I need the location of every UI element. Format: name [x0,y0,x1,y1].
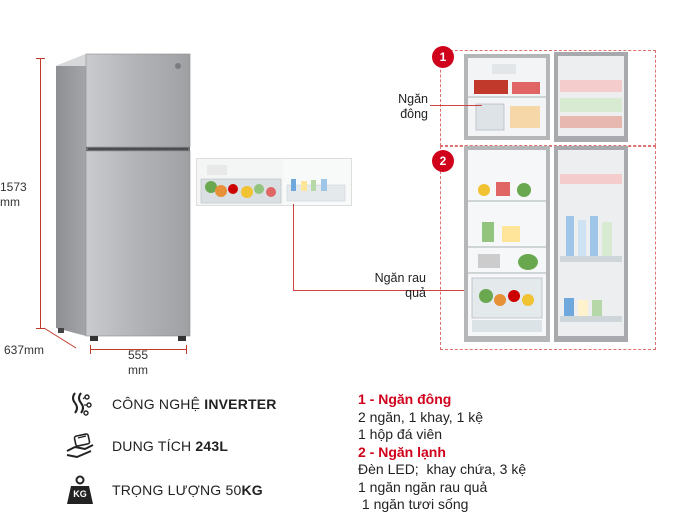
inset-connector-vertical [293,204,294,290]
spec-list: 1 - Ngăn đông 2 ngăn, 1 khay, 1 kệ 1 hộp… [358,391,526,514]
freezer-label-leader [430,105,482,106]
freezer-compartment-label: Ngăn đông [398,92,428,121]
height-dimension-cap-top [36,58,45,59]
width-dimension-cap-right [186,345,187,354]
weight-kg-badge-text: KG [73,489,87,499]
height-dimension-cap-bottom [36,328,45,329]
width-dimension-cap-left [90,345,91,354]
freezer-badge: 1 [432,46,454,68]
fridge-spec-line: 1 ngăn ngăn rau quả [358,478,488,495]
crisper-inset-photo [196,158,352,206]
width-dimension-line [90,349,186,350]
inset-connector-horizontal [293,290,485,291]
freezer-spec-line: 1 hộp đá viên [358,426,443,442]
freezer-spec-line: 2 ngăn, 1 khay, 1 kệ [358,408,484,425]
height-dimension-line [40,58,41,328]
weight-kg-icon: KG [62,472,98,508]
feature-capacity: DUNG TÍCH 243L [62,428,228,464]
crisper-compartment-label: Ngăn rau quả [374,271,426,300]
width-dimension-label: 555 mm [128,348,149,377]
freezer-spec-title: 1 - Ngăn đông [358,391,452,407]
fridge-spec-title: 2 - Ngăn lạnh [358,443,446,460]
fridge-badge: 2 [432,150,454,172]
depth-dimension-line [42,326,82,352]
feature-inverter: CÔNG NGHỆ INVERTER [62,386,277,422]
depth-dimension-label: 637mm [4,343,45,357]
feature-weight-prefix: TRỌNG LƯỢNG 50 [112,482,242,498]
feature-weight: KG TRỌNG LƯỢNG 50KG [62,472,263,508]
feature-capacity-prefix: DUNG TÍCH [112,438,196,454]
freezer-section-outline [440,50,656,146]
fridge-spec-line: Đèn LED; khay chứa, 3 kệ [358,461,527,477]
fridge-spec-line: 1 ngăn tươi sống [358,496,469,512]
feature-weight-bold: KG [241,482,263,498]
feature-inverter-prefix: CÔNG NGHỆ [112,396,205,412]
capacity-hand-icon [62,428,98,464]
feature-capacity-bold: 243L [195,438,229,454]
open-fridge-illustration [462,50,642,346]
feature-inverter-bold: INVERTER [204,396,277,412]
height-dimension-label: 1573 mm [0,180,27,209]
inverter-chip-icon [62,386,98,422]
closed-fridge-illustration [50,52,200,352]
